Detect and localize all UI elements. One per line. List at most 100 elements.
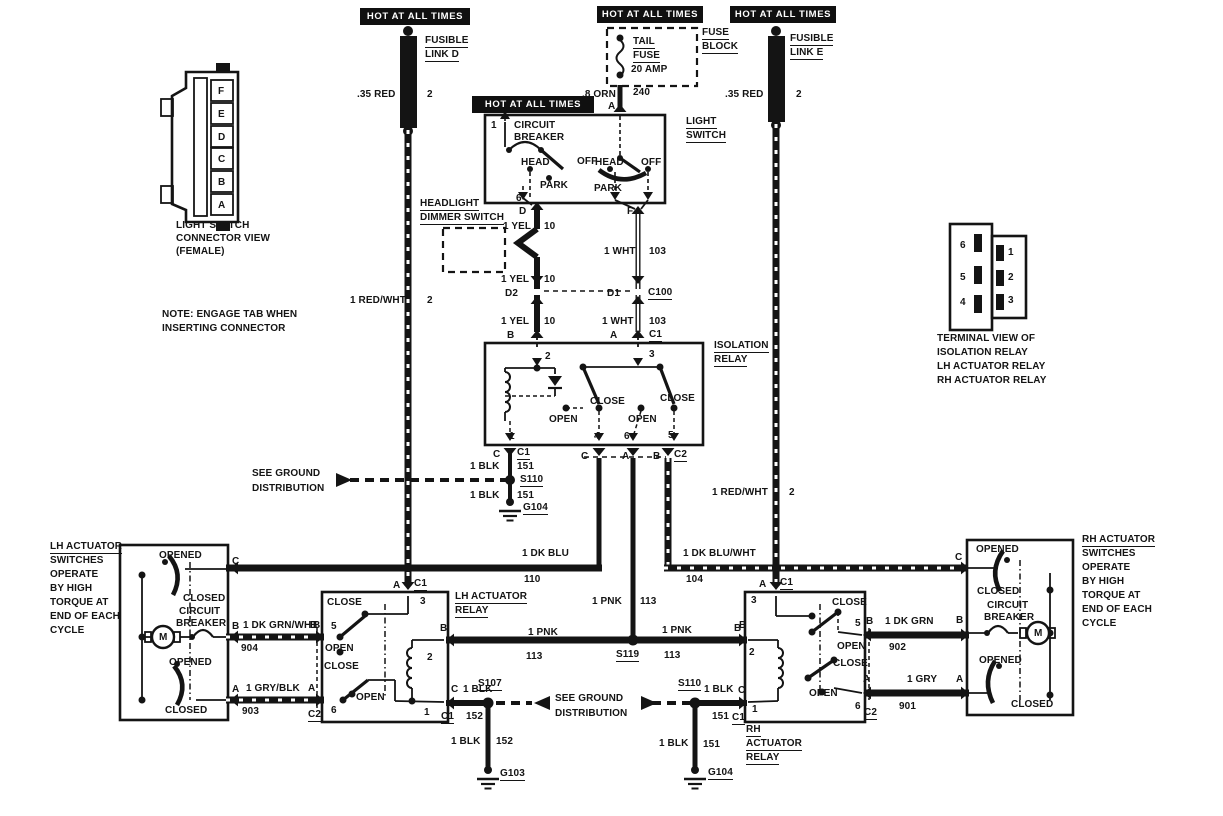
rh-sw-term-c: C [955, 552, 963, 563]
rh-relay-term-1: 1 [752, 704, 758, 715]
connector-arrows [230, 104, 969, 710]
hot-at-all-times-tag: HOT AT ALL TIMES [360, 8, 470, 25]
hot-at-all-times-tag: HOT AT ALL TIMES [730, 6, 836, 23]
fusible-link-e-2: LINK E [790, 47, 824, 60]
termview-caption-3: LH ACTUATOR RELAY [937, 361, 1046, 372]
light-switch-connector-view [160, 63, 240, 231]
iso-term-4: 4 [594, 431, 600, 442]
lightswitch-term-d: D [519, 206, 527, 217]
termview-pin-5: 5 [960, 272, 966, 283]
iso-bottom-c1: C1 [517, 447, 530, 460]
wire-yel-1-ckt: 10 [544, 221, 556, 232]
see-ground-upper-2: DISTRIBUTION [252, 483, 325, 494]
hot-at-all-times-tag: HOT AT ALL TIMES [597, 6, 703, 23]
iso-term-a: A [610, 330, 618, 341]
lh-sw-term-a: A [232, 684, 240, 695]
lh-relay-open-1: OPEN [325, 643, 354, 654]
rh-sw-opened-2: OPENED [979, 655, 1022, 666]
rh-relay-top-a: A [759, 579, 767, 590]
rh-sw-cb-1: CIRCUIT [987, 600, 1029, 611]
rh-caption-2: SWITCHES [1082, 548, 1136, 559]
rh-actuator-relay-interior [747, 596, 863, 703]
wire-gry-ckt: 901 [899, 701, 916, 712]
fuse-block-2: BLOCK [702, 41, 739, 54]
wire-redwht-left: 1 RED/WHT [350, 295, 406, 306]
lh-relay-term-6-letter: A [308, 683, 316, 694]
lh-sw-term-b: B [232, 621, 240, 632]
see-ground-lower-1: SEE GROUND [555, 693, 624, 704]
wire-yel-2: 1 YEL [501, 274, 530, 285]
rh-relay-term-b-letter: B [739, 620, 747, 631]
lh-relay-bottom-c1: C1 [441, 711, 454, 724]
termview-caption-1: TERMINAL VIEW OF [937, 333, 1036, 344]
lightswitch-pos-off-l: OFF [577, 156, 598, 167]
lh-relay-close-2: CLOSE [324, 661, 359, 672]
rh-caption-7: CYCLE [1082, 618, 1117, 629]
wire-dkgrn: 1 DK GRN [885, 616, 934, 627]
wire-35red-right-ckt: 2 [796, 89, 802, 100]
splice-s119: S119 [616, 649, 640, 662]
iso-term-3: 3 [649, 349, 655, 360]
wire-blk-g103-1-ckt: 152 [466, 711, 483, 722]
wire-pnk-left-ckt: 113 [526, 651, 543, 662]
connector-d1: D1 [607, 288, 620, 299]
lh-relay-outside-b: B [313, 620, 321, 631]
termview-pin-2: 2 [1008, 272, 1014, 283]
connector-pin-b: B [218, 177, 226, 188]
rh-relay-term-6: 6 [855, 701, 861, 712]
wire-dkgrnwht: 1 DK GRN/WHT [243, 620, 318, 631]
lh-relay-term-b-letter: B [440, 623, 448, 634]
connector-caption-2: CONNECTOR VIEW [176, 233, 270, 244]
wire-blk-upper-2: 1 BLK [470, 490, 500, 501]
splice-s110-lower: S110 [678, 678, 702, 691]
lightswitch-term-a: A [608, 101, 616, 112]
lightswitch-name-1: LIGHT [686, 116, 717, 129]
wire-wht-2: 1 WHT [602, 316, 634, 327]
fuse-name-2: FUSE [633, 50, 661, 63]
dimmer-name-1: HEADLIGHT [420, 198, 480, 211]
lightswitch-term-f: F [627, 206, 634, 217]
fuse-rating: 20 AMP [631, 64, 668, 75]
wire-dkgrnwht-ckt: 904 [241, 643, 258, 654]
note-line-1: NOTE: ENGAGE TAB WHEN [162, 309, 298, 320]
lh-relay-term-1: 1 [424, 707, 430, 718]
lh-motor-letter: M [159, 632, 168, 643]
wire-dkblu-ckt: 110 [524, 574, 541, 585]
rh-relay-outside-b2: B [734, 623, 742, 634]
wire-blk-s110-1-ckt: 151 [712, 711, 729, 722]
iso-name-1: ISOLATION [714, 340, 769, 353]
wire-blk-g103-1: 1 BLK [463, 684, 493, 695]
wire-blk-upper-2-ckt: 151 [517, 490, 534, 501]
lh-relay-term-5: 5 [331, 621, 337, 632]
rh-caption-6: END OF EACH [1082, 604, 1152, 615]
rh-caption-5: TORQUE AT [1082, 590, 1141, 601]
rh-relay-top-c1: C1 [780, 577, 793, 590]
lightswitch-cb-1: CIRCUIT [514, 120, 556, 131]
rh-caption-3: OPERATE [1082, 562, 1131, 573]
lh-sw-cb-2: BREAKER [176, 618, 227, 629]
wire-dkbluwht: 1 DK BLU/WHT [683, 548, 756, 559]
lightswitch-pos-head-r: HEAD [595, 157, 624, 168]
lh-relay-name-1: LH ACTUATOR [455, 591, 528, 604]
terminal-view-pins [974, 234, 1004, 313]
rh-relay-name-1: RH [746, 724, 761, 737]
lightswitch-name-2: SWITCH [686, 130, 727, 143]
fusible-link-e-1: FUSIBLE [790, 33, 834, 46]
iso-term-1: 1 [509, 431, 515, 442]
wire-pnk-vert-ckt: 113 [640, 596, 657, 607]
rh-relay-term-6-letter: A [863, 674, 871, 685]
wire-yel-2-ckt: 10 [544, 274, 556, 285]
wire-pnk-right: 1 PNK [662, 625, 692, 636]
wire-yel-3-ckt: 10 [544, 316, 556, 327]
lh-sw-opened-1: OPENED [159, 550, 202, 561]
wire-8orn-ckt: 240 [633, 87, 650, 98]
lh-relay-term-3: 3 [420, 596, 426, 607]
rh-actuator-switches-interior [967, 549, 1056, 705]
wire-blk-g104-2-ckt: 151 [703, 739, 720, 750]
wire-redwht-right: 1 RED/WHT [712, 487, 768, 498]
wire-dkblu: 1 DK BLU [522, 548, 569, 559]
light-switch-interior [500, 111, 653, 210]
note-line-2: INSERTING CONNECTOR [162, 323, 286, 334]
lh-caption-7: CYCLE [50, 625, 85, 636]
